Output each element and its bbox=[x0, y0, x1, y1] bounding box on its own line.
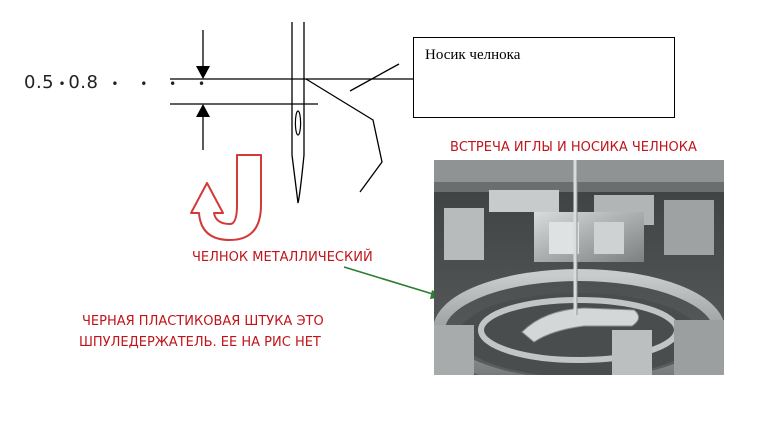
bobbin-holder-annotation-line1: ЧЕРНАЯ ПЛАСТИКОВАЯ ШТУКА ЭТО bbox=[82, 314, 324, 329]
hook-point-outline bbox=[305, 63, 400, 193]
meeting-annotation: ВСТРЕЧА ИГЛЫ И НОСИКА ЧЕЛНОКА bbox=[450, 140, 697, 155]
metal-shuttle-photo bbox=[434, 160, 724, 375]
gauge-dot: • bbox=[54, 77, 71, 91]
gauge-label-first: 0.5 bbox=[24, 72, 55, 93]
metal-hook-pointer-arrow bbox=[343, 266, 444, 299]
hook-point-label: Носик челнока bbox=[425, 47, 521, 63]
metal-hook-annotation: ЧЕЛНОК МЕТАЛЛИЧЕСКИЙ bbox=[192, 250, 373, 265]
gauge-scale: 0.5 • 0.8 • • • • bbox=[24, 72, 214, 93]
u-turn-arrow-icon bbox=[190, 154, 262, 241]
bobbin-holder-annotation-line2: ШПУЛЕДЕРЖАТЕЛЬ. ЕЕ НА РИС НЕТ bbox=[79, 335, 321, 350]
dimension-arrow-icon bbox=[196, 30, 210, 150]
needle-icon bbox=[291, 22, 305, 204]
gauge-dots: • • • • bbox=[98, 77, 215, 91]
hook-point-label-box: Носик челнока bbox=[413, 37, 675, 118]
gauge-label-second: 0.8 bbox=[68, 72, 99, 93]
